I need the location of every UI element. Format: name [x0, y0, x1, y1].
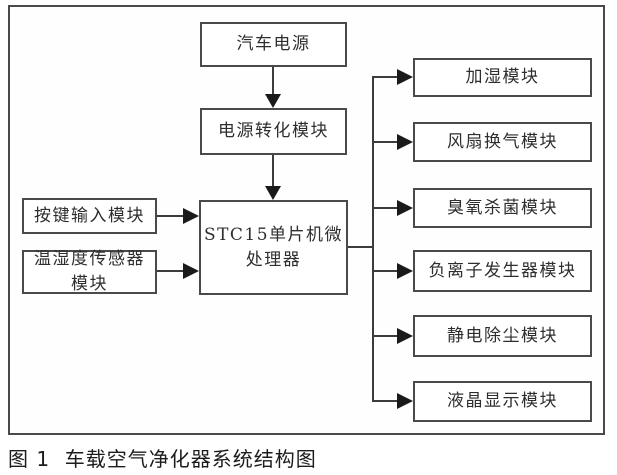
node-car-power: 汽车电源 [200, 22, 347, 67]
node-electrostatic-dust-label: 静电除尘模块 [447, 325, 558, 346]
node-fan-ventilation: 风扇换气模块 [413, 122, 592, 162]
arrow-right-icon [183, 208, 199, 224]
arrow-right-icon [397, 200, 413, 216]
arrow-right-icon [397, 134, 413, 150]
connector-power-to-conversion [272, 67, 274, 96]
node-temp-humidity-sensor: 温湿度传感器 模块 [22, 247, 157, 296]
node-power-conversion-label: 电源转化模块 [218, 121, 329, 142]
arrow-right-icon [183, 263, 199, 279]
arrow-right-icon [397, 328, 413, 344]
node-humidifier-label: 加湿模块 [465, 67, 540, 88]
node-humidifier: 加湿模块 [413, 58, 592, 97]
arrow-right-icon [397, 69, 413, 85]
connector-branch-ozone [372, 207, 397, 209]
connector-branch-lcd [372, 400, 397, 402]
connector-keys-to-mcu [157, 215, 185, 217]
node-negative-ion-generator: 负离子发生器模块 [413, 250, 592, 292]
connector-branch-humidifier [372, 76, 397, 78]
arrow-down-icon [265, 94, 281, 108]
connector-branch-electrostatic [372, 335, 397, 337]
node-electrostatic-dust: 静电除尘模块 [413, 315, 592, 357]
node-negative-ion-generator-label: 负离子发生器模块 [428, 260, 577, 281]
figure-caption: 图 1 车载空气净化器系统结构图 [8, 447, 317, 471]
node-power-conversion: 电源转化模块 [200, 108, 347, 155]
node-key-input-label: 按键输入模块 [34, 205, 145, 226]
node-temp-label-line1: 温湿度传感器 [34, 249, 145, 270]
connector-temp-to-mcu [157, 270, 185, 272]
node-mcu-label-line2: 处理器 [245, 249, 302, 270]
node-mcu: STC15单片机微 处理器 [199, 200, 348, 295]
arrow-right-icon [397, 393, 413, 409]
connector-mcu-to-trunk [348, 246, 374, 248]
arrow-down-icon [265, 186, 281, 200]
node-lcd-display-label: 液晶显示模块 [447, 391, 558, 412]
connector-branch-negative-ion [372, 270, 397, 272]
node-mcu-label-line1: STC15单片机微 [203, 224, 344, 245]
node-temp-label-line2: 模块 [71, 274, 108, 294]
node-mcu-label: STC15单片机微 处理器 [204, 223, 343, 272]
connector-conversion-to-mcu [272, 155, 274, 186]
node-key-input: 按键输入模块 [22, 198, 157, 234]
node-ozone-sterilization-label: 臭氧杀菌模块 [447, 197, 558, 218]
node-ozone-sterilization: 臭氧杀菌模块 [413, 188, 592, 228]
arrow-right-icon [397, 263, 413, 279]
node-temp-humidity-sensor-label: 温湿度传感器 模块 [34, 247, 145, 296]
connector-branch-fan [372, 141, 397, 143]
node-lcd-display: 液晶显示模块 [413, 381, 592, 422]
connector-trunk [372, 76, 374, 402]
node-car-power-label: 汽车电源 [236, 34, 311, 55]
node-fan-ventilation-label: 风扇换气模块 [447, 131, 558, 152]
